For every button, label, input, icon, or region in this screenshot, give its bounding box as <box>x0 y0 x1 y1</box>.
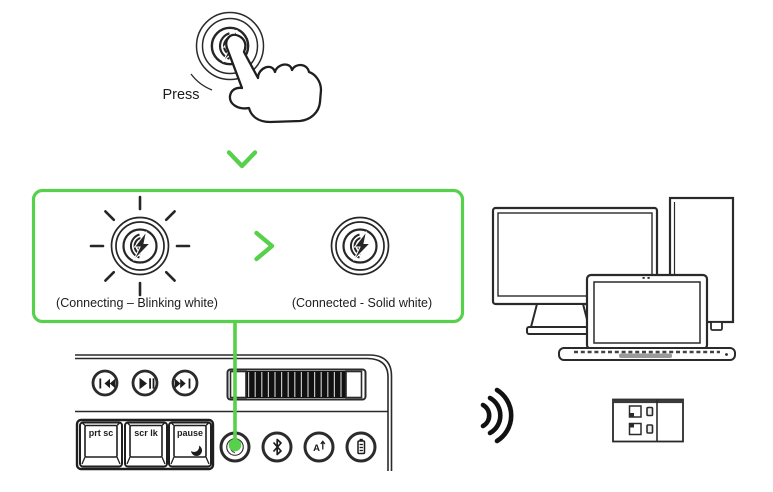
connecting-label: (Connecting – Blinking white) <box>56 296 218 310</box>
scrlk-label: scr lk <box>134 428 159 438</box>
prtsc-keycap <box>79 421 123 468</box>
keyboard-illustration: prt sc scr lk pause A <box>75 354 393 471</box>
scrlk-keycap <box>124 421 168 468</box>
bluetooth-icon <box>261 431 293 463</box>
down-chevron-icon <box>226 150 258 169</box>
connector-line <box>228 321 242 452</box>
wireless-pairing-button-icon <box>190 11 265 91</box>
blinking-wireless-indicator-icon <box>89 195 191 297</box>
volume-roller <box>226 368 367 401</box>
moon-icon <box>188 441 202 456</box>
laptop-icon <box>558 273 736 361</box>
wireless-signal-waves-icon <box>480 387 514 444</box>
pressing-hand-icon <box>225 33 323 124</box>
pause-label: pause <box>177 428 203 438</box>
solid-wireless-indicator-icon <box>330 216 390 276</box>
battery-icon <box>345 431 377 463</box>
usb-dongle-icon <box>612 398 684 443</box>
connected-label: (Connected - Solid white) <box>292 296 432 310</box>
keycap-cluster <box>75 418 215 471</box>
next-track-icon <box>171 369 199 397</box>
prtsc-label: prt sc <box>89 428 114 438</box>
press-label: Press <box>162 87 199 103</box>
status-panel: (Connecting – Blinking white) (Connected… <box>31 188 465 324</box>
previous-track-icon <box>91 369 119 397</box>
ai-toggle-icon: A <box>303 431 335 463</box>
play-pause-icon <box>131 369 159 397</box>
ai-key-letter: A <box>313 443 320 454</box>
right-chevron-icon <box>254 230 275 262</box>
